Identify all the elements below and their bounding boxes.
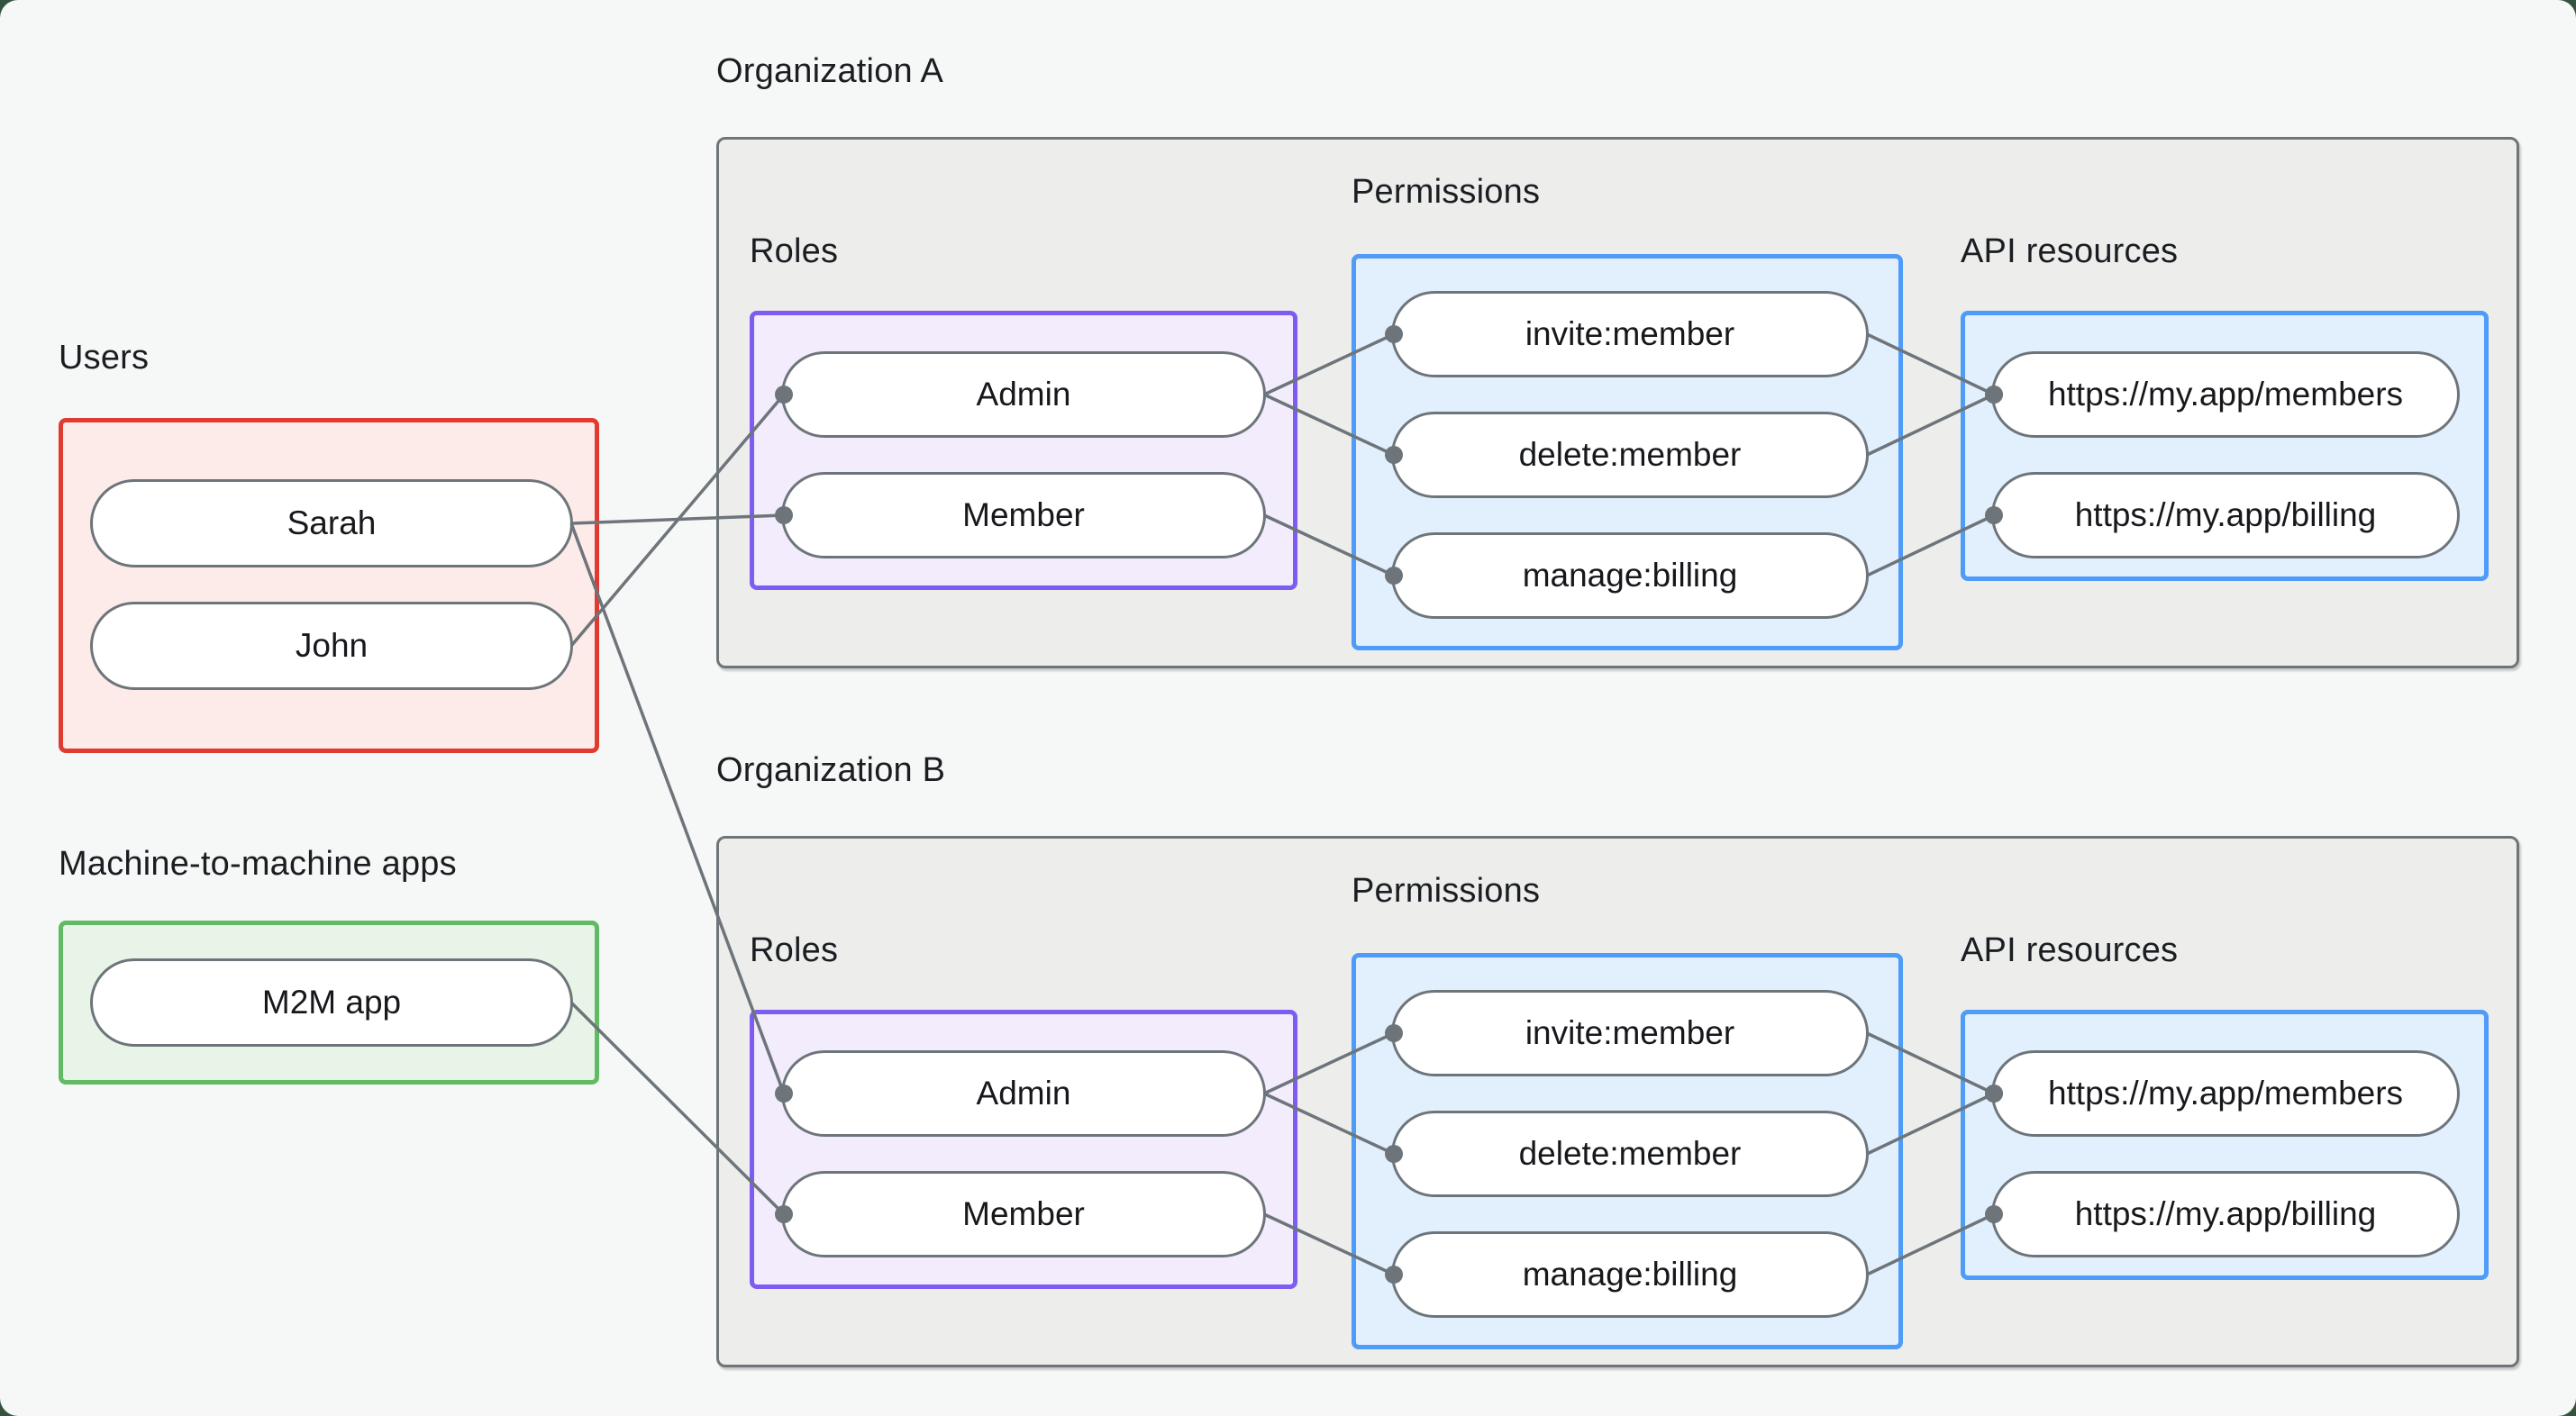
org-b-roles-label: Roles [750,931,839,969]
org-a-permissions-label: Permissions [1352,173,1541,211]
node-org-a-members-resource: https://my.app/members [1991,351,2460,438]
m2m-group-label: Machine-to-machine apps [59,845,457,883]
node-org-b-member: Member [781,1171,1266,1257]
org-a-api-resources-label: API resources [1961,232,2179,270]
node-org-a-delete-member: delete:member [1391,412,1869,498]
node-org-a-invite-member: invite:member [1391,291,1869,377]
org-a-label: Organization A [716,52,944,90]
node-org-b-manage-billing: manage:billing [1391,1231,1869,1318]
users-group-box [59,418,599,753]
org-b-label: Organization B [716,751,946,789]
node-org-a-member: Member [781,472,1266,558]
node-org-b-delete-member: delete:member [1391,1111,1869,1197]
node-org-b-billing-resource: https://my.app/billing [1991,1171,2460,1257]
node-org-a-admin: Admin [781,351,1266,438]
node-user-sarah: Sarah [90,479,573,567]
node-org-b-members-resource: https://my.app/members [1991,1050,2460,1137]
org-a-roles-label: Roles [750,232,839,270]
users-group-label: Users [59,339,150,377]
node-org-a-billing-resource: https://my.app/billing [1991,472,2460,558]
node-user-john: John [90,602,573,690]
node-org-a-manage-billing: manage:billing [1391,532,1869,619]
node-org-b-invite-member: invite:member [1391,990,1869,1076]
node-m2m-app: M2M app [90,958,573,1047]
org-b-permissions-label: Permissions [1352,872,1541,910]
org-b-api-resources-label: API resources [1961,931,2179,969]
node-org-b-admin: Admin [781,1050,1266,1137]
